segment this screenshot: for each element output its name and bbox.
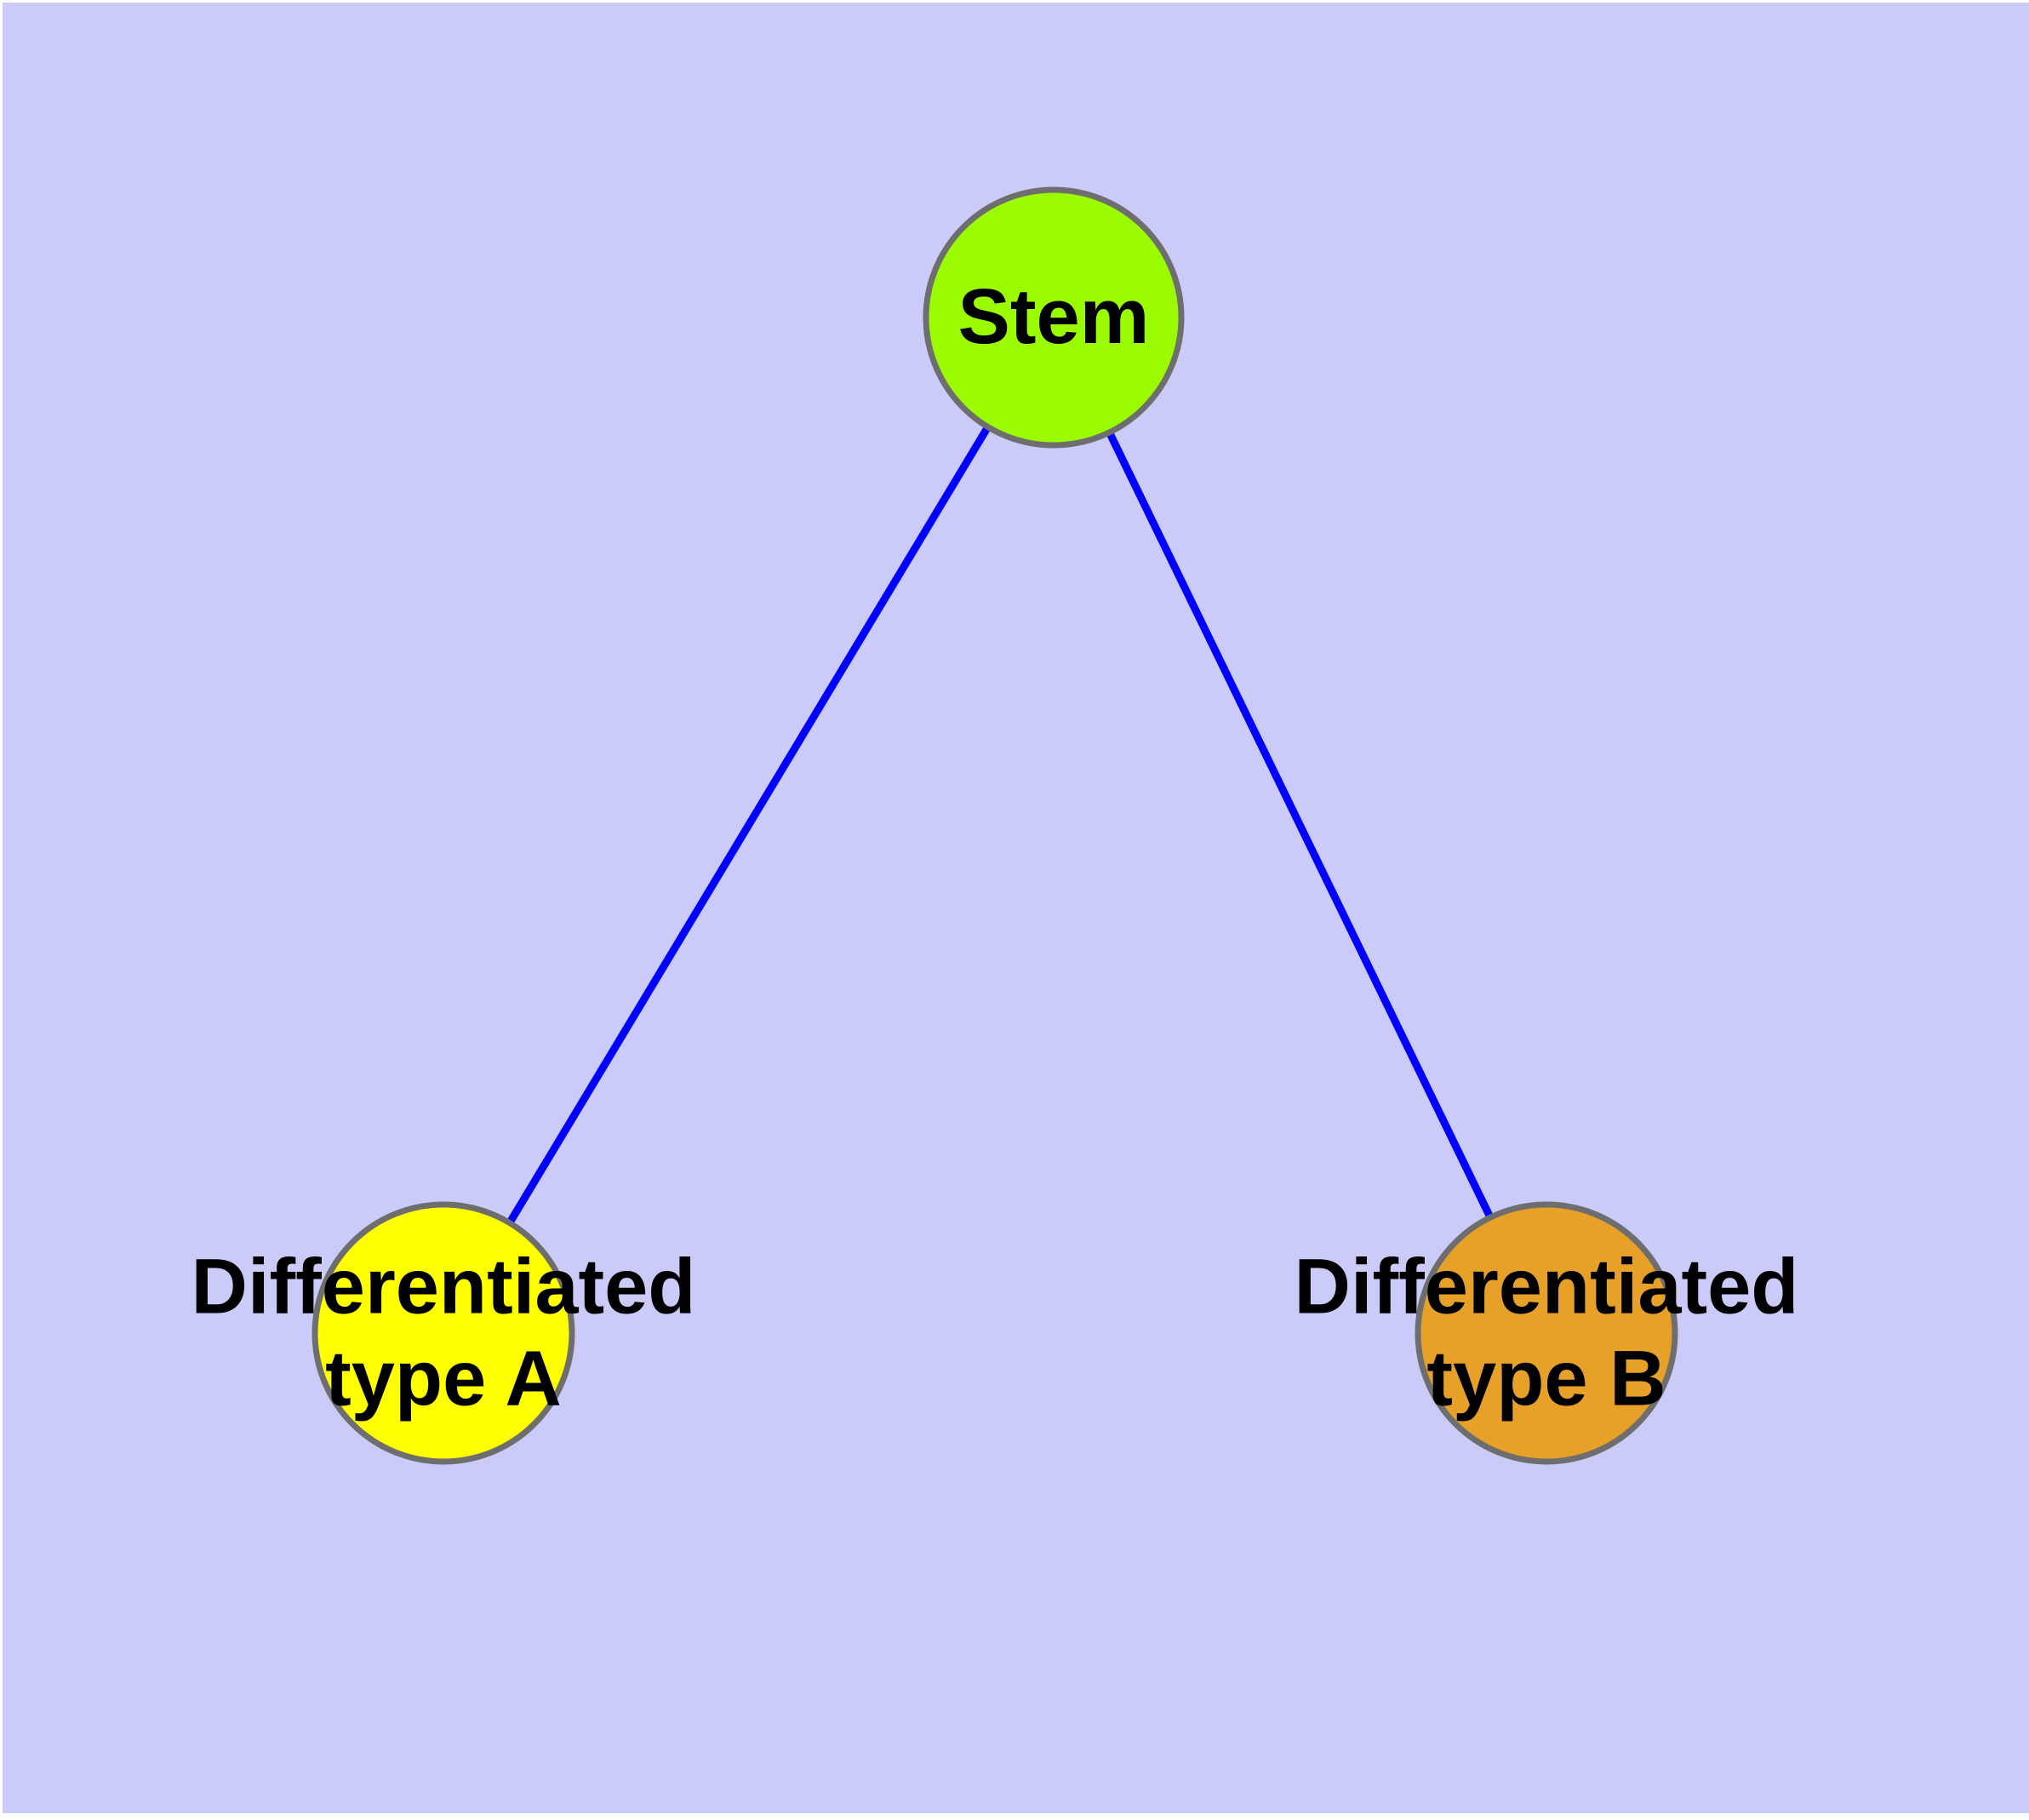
diagram-canvas: Stem Differentiated type A Differentiate… [3, 3, 2029, 1813]
graph-svg [311, 186, 1678, 1465]
node-type-a-circle [311, 1201, 575, 1465]
edge-stem-to-type-a [440, 315, 1057, 1336]
node-stem-circle [923, 186, 1185, 449]
edge-stem-to-type-b [1049, 316, 1551, 1335]
node-type-b-circle [1415, 1201, 1678, 1465]
